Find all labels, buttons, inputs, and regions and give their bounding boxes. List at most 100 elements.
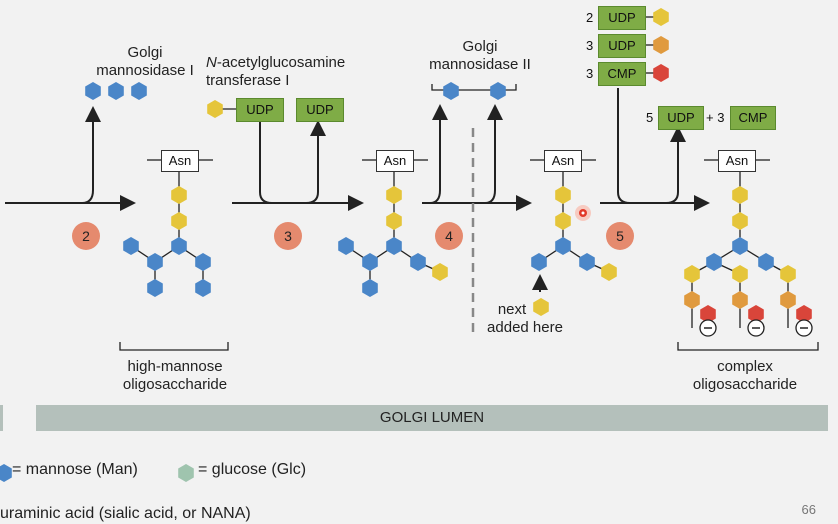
arrow bbox=[81, 106, 101, 204]
asn-box: Asn bbox=[718, 150, 756, 172]
glcnac-icon bbox=[653, 8, 669, 26]
step-number: 3 bbox=[284, 228, 292, 244]
galactose-icon bbox=[684, 291, 700, 309]
udp-box: UDP bbox=[598, 6, 646, 30]
label-line: oligosaccharide bbox=[122, 376, 228, 393]
glcnac-icon bbox=[732, 212, 748, 230]
glucose-icon bbox=[178, 464, 194, 482]
mannose-icon bbox=[531, 253, 547, 271]
udp-box: UDP bbox=[236, 98, 284, 122]
nana-icon bbox=[796, 305, 812, 323]
mannose-icon bbox=[85, 82, 101, 100]
golgi-mannosidase-1-label: Golgi mannosidase I bbox=[80, 44, 210, 80]
step-circle bbox=[274, 222, 302, 250]
udp-box: UDP bbox=[598, 34, 646, 58]
mannose-icon bbox=[706, 253, 722, 271]
galactose-icon bbox=[653, 36, 669, 54]
step-circle bbox=[72, 222, 100, 250]
count-label: 3 bbox=[586, 38, 594, 53]
label-line: oligosaccharide bbox=[692, 376, 798, 393]
glcnac-icon bbox=[555, 212, 571, 230]
label-line: Golgi bbox=[462, 38, 498, 55]
glcnac-icon bbox=[533, 298, 549, 316]
count-label: 3 bbox=[717, 110, 725, 125]
legend-glucose: = glucose (Glc) bbox=[198, 461, 307, 478]
bracket bbox=[677, 342, 819, 351]
high-mannose-label: high-mannose oligosaccharide bbox=[100, 358, 250, 394]
plus-label: + 3 bbox=[706, 110, 724, 125]
step-number: 5 bbox=[616, 228, 624, 244]
galactose-icon bbox=[732, 291, 748, 309]
arrow bbox=[617, 88, 686, 204]
label-italic: N bbox=[206, 54, 217, 71]
label-line: -acetylglucosamine bbox=[216, 54, 346, 71]
mannose-icon bbox=[410, 253, 426, 271]
legend-nana: uraminic acid (sialic acid, or NANA) bbox=[0, 505, 251, 522]
legend-mannose: = mannose (Man) bbox=[12, 461, 138, 478]
arrow bbox=[259, 118, 326, 204]
step-number: 2 bbox=[82, 228, 90, 244]
label-line: mannosidase I bbox=[96, 62, 194, 79]
label-line: transferase I bbox=[206, 72, 290, 89]
golgi-lumen-bar: GOLGI LUMEN bbox=[36, 405, 828, 431]
label-line: complex bbox=[717, 358, 773, 375]
next-added-label: next added here bbox=[470, 301, 580, 337]
lumen-edge bbox=[0, 405, 3, 431]
galactose-icon bbox=[780, 291, 796, 309]
udp-box: UDP bbox=[296, 98, 344, 122]
count-label: 2 bbox=[586, 10, 594, 25]
mannose-icon bbox=[443, 82, 459, 100]
cmp-box: CMP bbox=[730, 106, 776, 130]
glcnac-icon bbox=[207, 100, 223, 118]
golgi-mannosidase-2-label: Golgi mannosidase II bbox=[400, 38, 560, 74]
asn-box: Asn bbox=[544, 150, 582, 172]
mannose-icon bbox=[108, 82, 124, 100]
count-label: 3 bbox=[586, 66, 594, 81]
glcnac-icon bbox=[555, 186, 571, 204]
glcnac-icon bbox=[171, 212, 187, 230]
mannose-icon bbox=[555, 237, 571, 255]
page-number: 66 bbox=[801, 502, 816, 517]
plus-sign: + bbox=[706, 110, 714, 125]
glcnac-icon bbox=[386, 212, 402, 230]
mannose-icon bbox=[131, 82, 147, 100]
glcnac-transferase-label: N-acetylglucosamine transferase I bbox=[206, 54, 386, 90]
udp-box: UDP bbox=[658, 106, 704, 130]
label-line: mannosidase II bbox=[429, 56, 531, 73]
mannose-icon bbox=[147, 253, 163, 271]
glcnac-icon bbox=[171, 186, 187, 204]
asn-box: Asn bbox=[161, 150, 199, 172]
step-number: 4 bbox=[445, 228, 453, 244]
glcnac-icon bbox=[732, 265, 748, 283]
count-label: 5 bbox=[646, 110, 654, 125]
mannose-icon bbox=[195, 253, 211, 271]
label-line: high-mannose bbox=[127, 358, 223, 375]
cmp-box: CMP bbox=[598, 62, 646, 86]
glcnac-icon bbox=[684, 265, 700, 283]
glcnac-icon bbox=[432, 263, 448, 281]
arrow bbox=[484, 104, 503, 204]
label-line: added here bbox=[487, 319, 563, 336]
mannose-icon bbox=[195, 279, 211, 297]
step-circle bbox=[606, 222, 634, 250]
mannose-icon bbox=[171, 237, 187, 255]
asn-box: Asn bbox=[376, 150, 414, 172]
nana-icon bbox=[700, 305, 716, 323]
mannose-icon bbox=[579, 253, 595, 271]
glcnac-icon bbox=[601, 263, 617, 281]
mannose-icon bbox=[362, 279, 378, 297]
nana-icon bbox=[653, 64, 669, 82]
label-line: next bbox=[497, 301, 527, 318]
nana-icon bbox=[748, 305, 764, 323]
mannose-icon bbox=[362, 253, 378, 271]
laser-pointer-center bbox=[581, 211, 585, 215]
mannose-icon bbox=[123, 237, 139, 255]
mannose-icon bbox=[732, 237, 748, 255]
glcnac-icon bbox=[386, 186, 402, 204]
arrow bbox=[429, 104, 448, 204]
mannose-icon bbox=[147, 279, 163, 297]
bracket bbox=[431, 84, 517, 91]
mannose-icon bbox=[490, 82, 506, 100]
glcnac-icon bbox=[732, 186, 748, 204]
